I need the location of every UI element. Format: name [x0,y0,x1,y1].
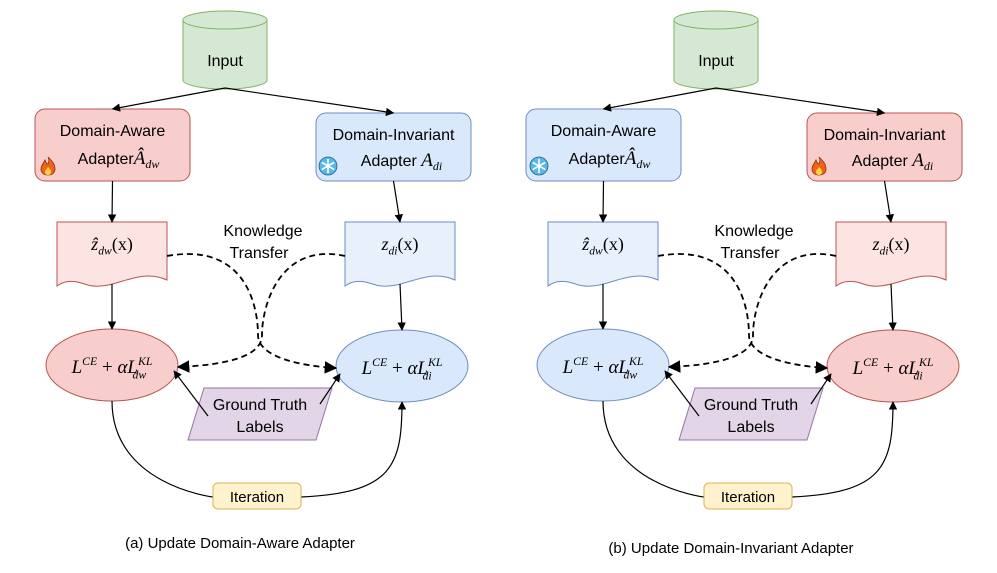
z-di-label: zdi(x) [871,234,909,258]
arrow-input-to-domain-aware [111,87,226,112]
domain-aware-adapter-box [525,108,682,182]
z-dw-output: ẑdw(x) [56,221,168,287]
arrow-adapter-to-z-di [883,180,894,223]
arrow-adapter-to-z-dw [598,180,608,223]
snowflake-icon [318,156,338,176]
panel-caption: (b) Update Domain-Invariant Adapter [608,540,853,557]
domain-aware-adapter-box [34,108,191,182]
iteration-curve-left [602,400,705,498]
domain-aware-adapter-name: AdapterÂdw [569,147,651,171]
iteration-box [212,482,302,510]
dashed-arrow-dw-to-di [166,253,338,374]
input-database: Input [182,10,268,90]
z-di-output: zdi(x) [344,221,456,287]
domain-aware-adapter-title: Domain-Aware [60,123,166,140]
ground-truth-parallelogram [187,387,333,441]
input-label: Input [698,53,734,70]
z-di-output: zdi(x) [835,221,947,287]
domain-invariant-adapter-name: Adapter Adi [361,150,442,173]
arrow-adapter-to-z-di [392,180,403,223]
knowledge-transfer-label-line1: Knowledge [714,223,793,240]
ground-truth-parallelogram [678,387,824,441]
iteration-label: Iteration [721,489,775,506]
ground-truth-label-line1: Ground Truth [213,397,307,414]
iteration-label: Iteration [230,489,284,506]
dashed-arrow-di-to-dw [176,253,346,373]
domain-invariant-adapter-box [315,112,472,182]
knowledge-transfer-label-line1: Knowledge [223,223,302,240]
ground-truth-label-line2: Labels [727,419,774,436]
z-di-document [344,221,456,287]
arrow-labels-to-loss-di [319,373,341,405]
z-dw-document [547,221,659,287]
knowledge-transfer-label-line2: Transfer [721,245,781,262]
z-di-document [835,221,947,287]
ground-truth-label-line2: Labels [236,419,283,436]
arrow-z-di-to-loss [888,283,897,331]
domain-aware-adapter-title: Domain-Aware [551,123,657,140]
domain-invariant-adapter-name: Adapter Adi [852,150,933,173]
iteration-box [703,482,793,510]
input-database-top [182,10,268,30]
arrow-z-di-to-loss [397,283,406,331]
knowledge-transfer-label-line2: Transfer [230,245,290,262]
domain-aware-adapter-name: AdapterÂdw [78,147,160,171]
input-database: Input [673,10,759,90]
arrow-labels-to-loss-di [810,373,832,405]
dashed-arrow-di-to-dw [667,253,837,373]
iteration-curve-left [111,400,214,498]
input-label: Input [207,53,243,70]
iteration: Iteration [602,400,898,510]
z-dw-output: ẑdw(x) [547,221,659,287]
arrow-input-to-domain-aware [602,87,717,112]
z-di-label: zdi(x) [380,234,418,258]
arrow-labels-to-loss-dw [173,370,209,417]
arrow-input-to-domain-invariant [224,87,395,117]
domain-invariant-adapter-title: Domain-Invariant [333,127,455,144]
arrow-adapter-to-z-dw [107,180,117,223]
iteration: Iteration [111,400,407,510]
panel-caption: (a) Update Domain-Aware Adapter [125,535,355,552]
z-dw-label: ẑdw(x) [581,234,624,258]
z-dw-label: ẑdw(x) [90,234,133,258]
arrow-input-to-domain-invariant [715,87,886,117]
ground-truth-label-line1: Ground Truth [704,397,798,414]
snowflake-icon [529,156,549,176]
z-dw-document [56,221,168,287]
input-database-top [673,10,759,30]
arrow-labels-to-loss-dw [664,370,700,417]
iteration-curve-right [791,401,898,498]
iteration-curve-right [300,401,407,498]
domain-invariant-adapter-box [806,112,963,182]
domain-invariant-adapter-title: Domain-Invariant [824,127,946,144]
dashed-arrow-dw-to-di [657,253,829,374]
